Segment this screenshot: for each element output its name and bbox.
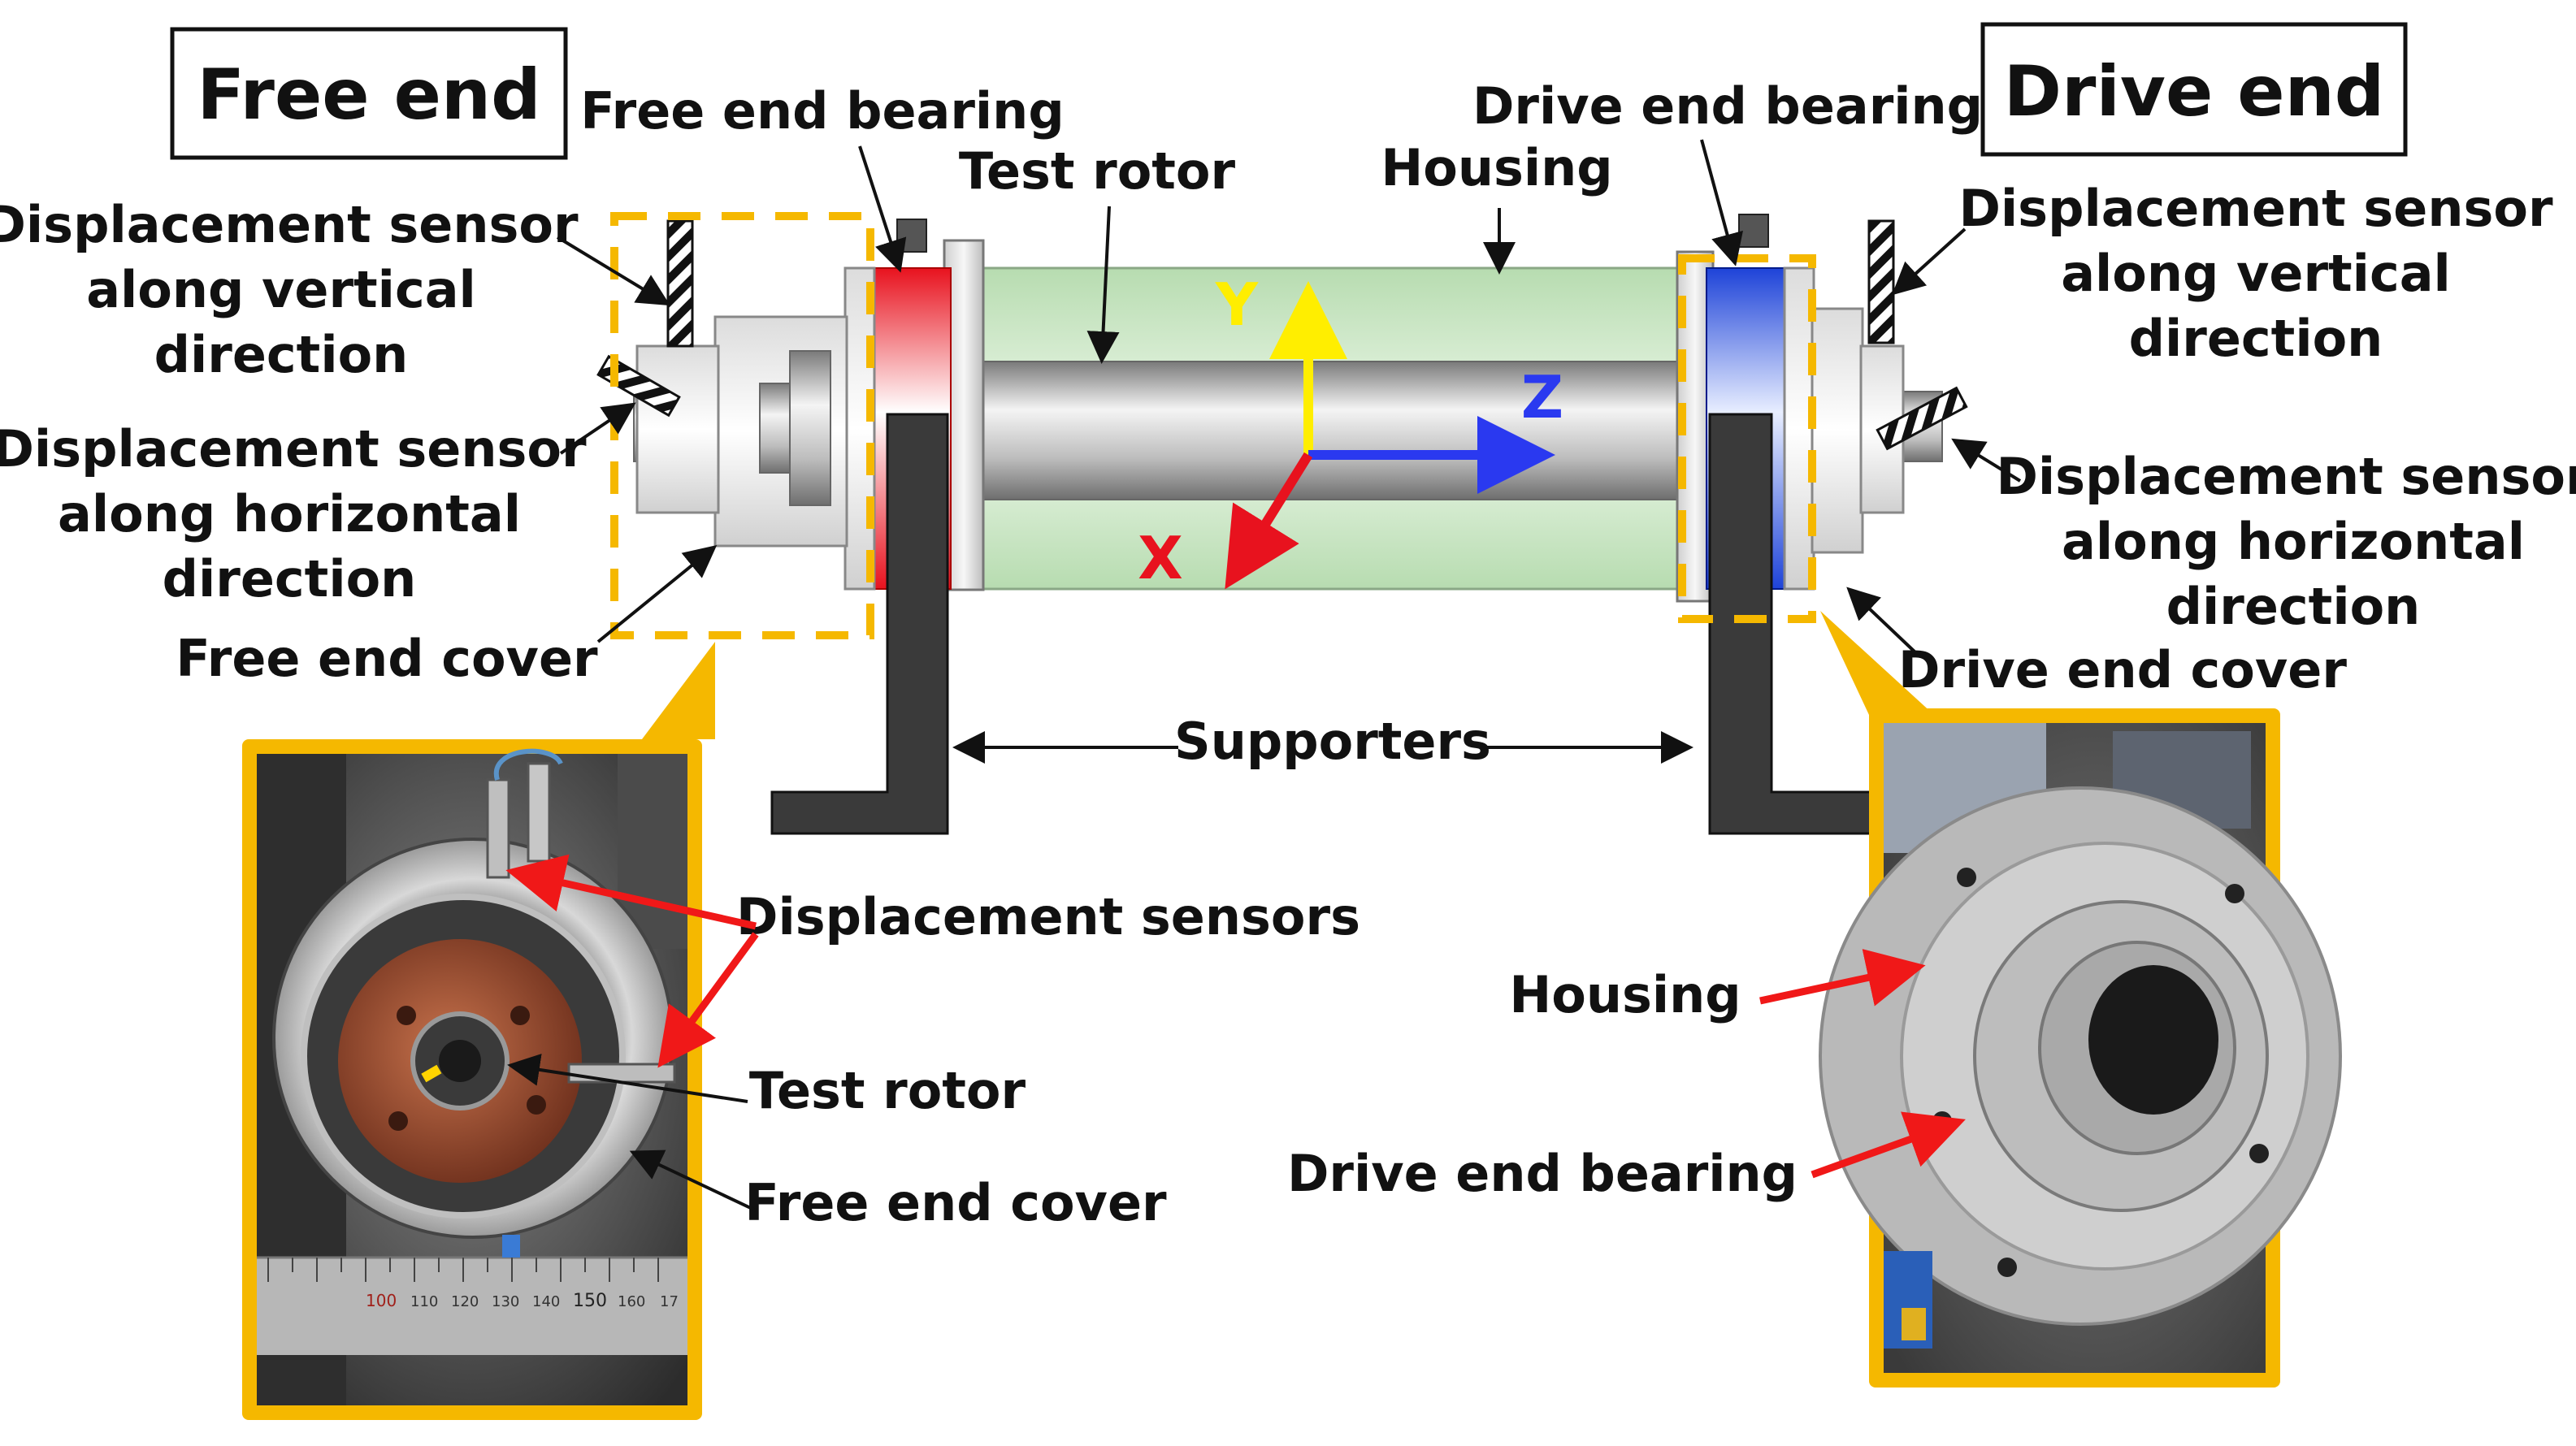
svg-text:direction: direction bbox=[163, 549, 417, 608]
drive-end-cover-leader bbox=[1846, 587, 1918, 655]
svg-text:Displacement sensor: Displacement sensor bbox=[0, 195, 579, 254]
left-supporter bbox=[770, 413, 949, 835]
svg-text:along horizontal: along horizontal bbox=[58, 484, 521, 543]
drive-end-cover-body bbox=[1811, 307, 1864, 554]
svg-text:along vertical: along vertical bbox=[2061, 244, 2451, 303]
left-horizontal-sensor-leader bbox=[559, 402, 636, 455]
photo-sensor-arrow-top bbox=[505, 854, 757, 930]
free-end-bearing-label: Free end bearing bbox=[580, 81, 1064, 141]
free-end-cover-label: Free end cover bbox=[176, 629, 598, 688]
svg-text:Displacement sensor: Displacement sensor bbox=[0, 419, 587, 478]
drive-end-title: Drive end bbox=[2004, 51, 2385, 132]
right-photo-pointer bbox=[1820, 611, 1934, 715]
left-vertical-sensor-label: Displacement sensor along vertical direc… bbox=[0, 195, 579, 384]
left-vertical-sensor-leader bbox=[556, 236, 670, 306]
free-end-cover-outer bbox=[843, 266, 876, 591]
y-axis-label: Y bbox=[1215, 271, 1259, 339]
free-end-title-box: Free end bbox=[170, 27, 568, 160]
drive-end-bearing-cap bbox=[1738, 214, 1769, 248]
photo-free-end-cover-label: Free end cover bbox=[744, 1173, 1167, 1232]
ruler-tick-label: 17 bbox=[660, 1293, 679, 1310]
drive-end-highlight-region bbox=[1678, 254, 1816, 623]
ruler-tick-label: 100 bbox=[366, 1291, 397, 1310]
photo-sensor-arrow-side bbox=[657, 932, 759, 1068]
z-axis-label: Z bbox=[1521, 363, 1563, 431]
photo-housing-label: Housing bbox=[1509, 965, 1741, 1024]
photo-sensors-label: Displacement sensors bbox=[736, 887, 1360, 946]
x-axis-arrow bbox=[1225, 452, 1313, 590]
ruler-tick-label: 140 bbox=[532, 1293, 560, 1310]
x-axis-label: X bbox=[1138, 524, 1183, 592]
test-rotor-leader bbox=[1086, 206, 1120, 364]
ruler-tick-label: 110 bbox=[410, 1293, 438, 1310]
left-horizontal-sensor bbox=[596, 354, 681, 418]
ruler-tick-label: 160 bbox=[618, 1293, 645, 1310]
left-vertical-sensor bbox=[666, 219, 694, 348]
free-end-photo: 100 110 120 130 140 150 160 17 bbox=[242, 739, 702, 1420]
free-end-title: Free end bbox=[197, 54, 540, 136]
shaft-center bbox=[938, 361, 1720, 500]
photo-free-end-cover-leader bbox=[629, 1149, 757, 1212]
free-end-cover-left bbox=[635, 344, 720, 514]
free-end-bearing-cap bbox=[896, 219, 927, 253]
svg-text:along vertical: along vertical bbox=[86, 260, 476, 319]
free-end-hub bbox=[759, 383, 793, 474]
right-horizontal-sensor-leader bbox=[1951, 438, 2022, 483]
free-end-cover-leader bbox=[596, 544, 718, 643]
svg-text:Displacement sensor: Displacement sensor bbox=[1958, 179, 2552, 238]
test-rotor-label: Test rotor bbox=[959, 141, 1236, 201]
right-vertical-sensor-leader bbox=[1892, 227, 1967, 296]
photo-housing-arrow bbox=[1759, 949, 1926, 1007]
housing-label: Housing bbox=[1381, 138, 1612, 197]
right-vertical-sensor-label: Displacement sensor along vertical direc… bbox=[1958, 179, 2552, 368]
photo-test-rotor-leader bbox=[507, 1054, 748, 1103]
svg-text:along horizontal: along horizontal bbox=[2062, 512, 2525, 571]
left-photo-pointer bbox=[642, 642, 715, 739]
supporters-label: Supporters bbox=[1174, 712, 1491, 771]
drive-end-bearing-leader bbox=[1700, 139, 1743, 266]
drive-end-cover-label: Drive end cover bbox=[1898, 640, 2347, 699]
svg-text:direction: direction bbox=[2129, 309, 2383, 368]
ruler-ticks: 100 110 120 130 140 150 160 17 bbox=[267, 1258, 679, 1311]
ruler-tick-label: 120 bbox=[451, 1293, 479, 1310]
drive-end-photo bbox=[1819, 708, 2342, 1388]
photo-test-rotor-label: Test rotor bbox=[749, 1061, 1026, 1120]
free-end-hub-inner bbox=[789, 350, 831, 506]
svg-text:Displacement sensor: Displacement sensor bbox=[1996, 447, 2576, 506]
drive-end-bearing-label: Drive end bearing bbox=[1472, 76, 1983, 136]
drive-end-title-box: Drive end bbox=[1980, 22, 2408, 157]
ruler-tick-label: 130 bbox=[492, 1293, 519, 1310]
coordinate-axes: Y Z X bbox=[1138, 271, 1563, 592]
svg-text:direction: direction bbox=[154, 325, 409, 384]
ruler-tick-label: 150 bbox=[573, 1291, 607, 1311]
svg-text:direction: direction bbox=[2166, 577, 2421, 636]
left-horizontal-sensor-label: Displacement sensor along horizontal dir… bbox=[0, 419, 587, 608]
right-vertical-sensor bbox=[1867, 219, 1895, 344]
free-end-bearing-leader bbox=[858, 145, 907, 273]
photo-bearing-arrow bbox=[1811, 1111, 1966, 1179]
right-horizontal-sensor bbox=[1876, 386, 1968, 451]
photo-drive-end-bearing-label: Drive end bearing bbox=[1287, 1144, 1798, 1203]
right-horizontal-sensor-label: Displacement sensor along horizontal dir… bbox=[1996, 447, 2576, 636]
